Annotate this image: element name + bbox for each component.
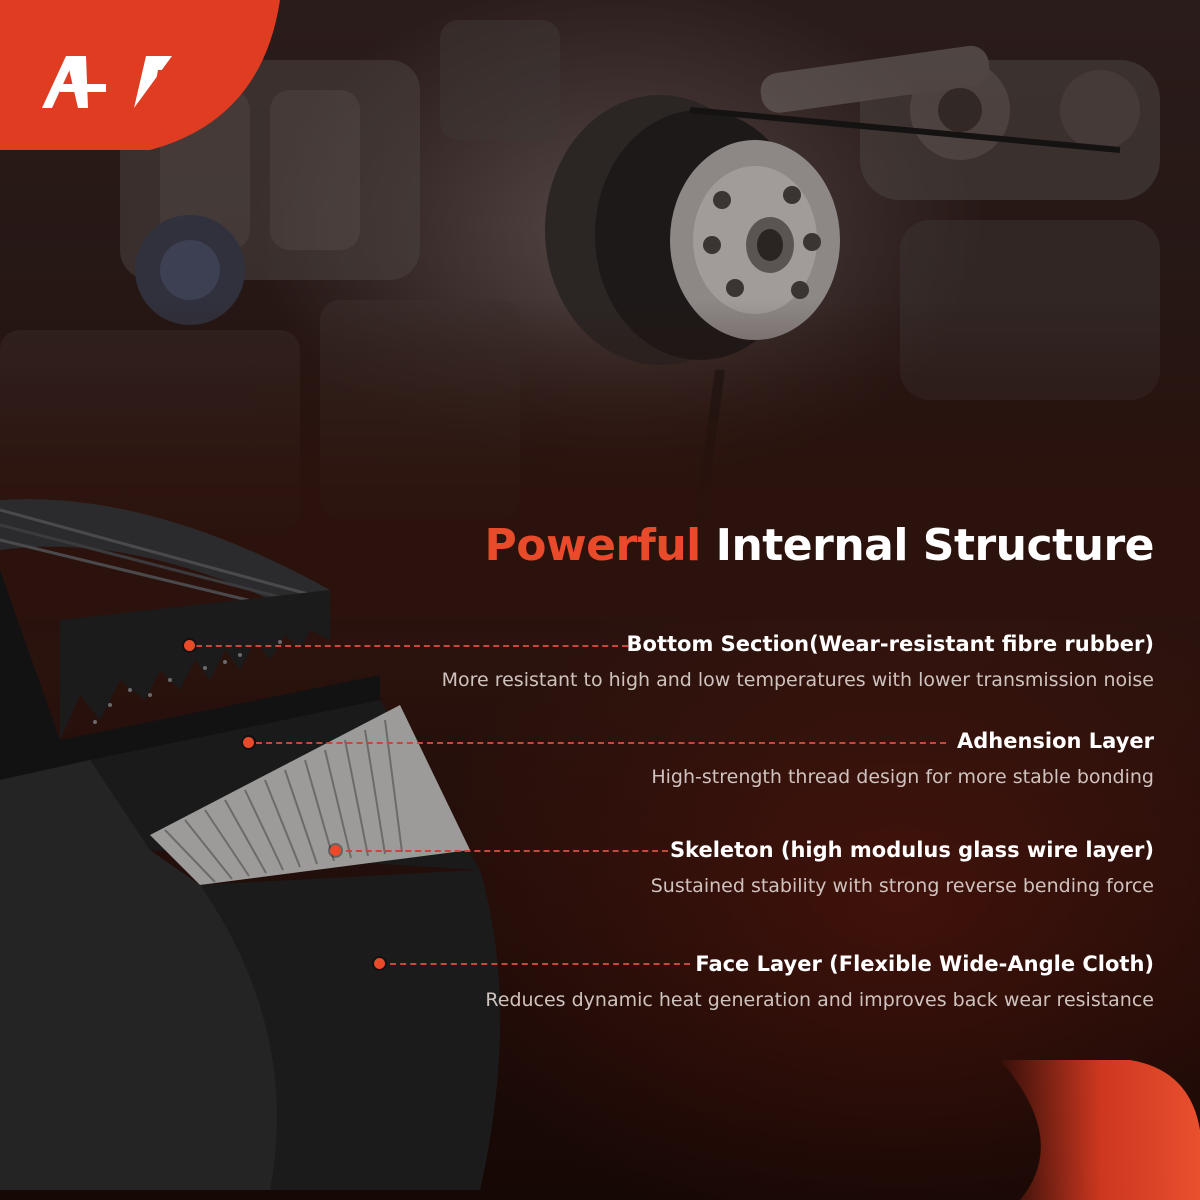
feature-description: Reduces dynamic heat generation and impr… (485, 989, 1154, 1011)
callout-leader-adhesion-layer (256, 742, 946, 744)
callout-dot-adhesion-layer (243, 737, 254, 748)
feature-description: Sustained stability with strong reverse … (650, 875, 1154, 897)
callout-dot-skeleton (330, 845, 341, 856)
feature-name: Face Layer (Flexible Wide-Angle Cloth) (695, 952, 1154, 976)
feature-name: Adhension Layer (956, 729, 1154, 753)
callout-leader-skeleton (346, 850, 668, 852)
brand-corner-mark (1000, 1060, 1200, 1200)
feature-adhesion-layer: Adhension Layer High-strength thread des… (651, 727, 1154, 791)
feature-skeleton: Skeleton (high modulus glass wire layer)… (651, 836, 1154, 900)
feature-description: High-strength thread design for more sta… (651, 766, 1154, 788)
belt-cross-section-illustration (0, 499, 500, 1190)
page-title: Powerful Internal Structure (484, 520, 1155, 571)
title-accent: Powerful (484, 520, 702, 571)
feature-face-layer: Face Layer (Flexible Wide-Angle Cloth) R… (485, 950, 1154, 1014)
callout-leader-bottom-section (196, 645, 628, 647)
title-rest: Internal Structure (715, 520, 1155, 571)
feature-name: Bottom Section(Wear-resistant fibre rubb… (626, 632, 1154, 656)
feature-description: More resistant to high and low temperatu… (441, 669, 1154, 691)
brand-logo (0, 0, 280, 150)
callout-dot-bottom-section (184, 640, 195, 651)
callout-leader-face-layer (390, 963, 690, 965)
feature-name: Skeleton (high modulus glass wire layer) (669, 838, 1154, 862)
feature-bottom-section: Bottom Section(Wear-resistant fibre rubb… (442, 630, 1154, 694)
callout-dot-face-layer (374, 958, 385, 969)
